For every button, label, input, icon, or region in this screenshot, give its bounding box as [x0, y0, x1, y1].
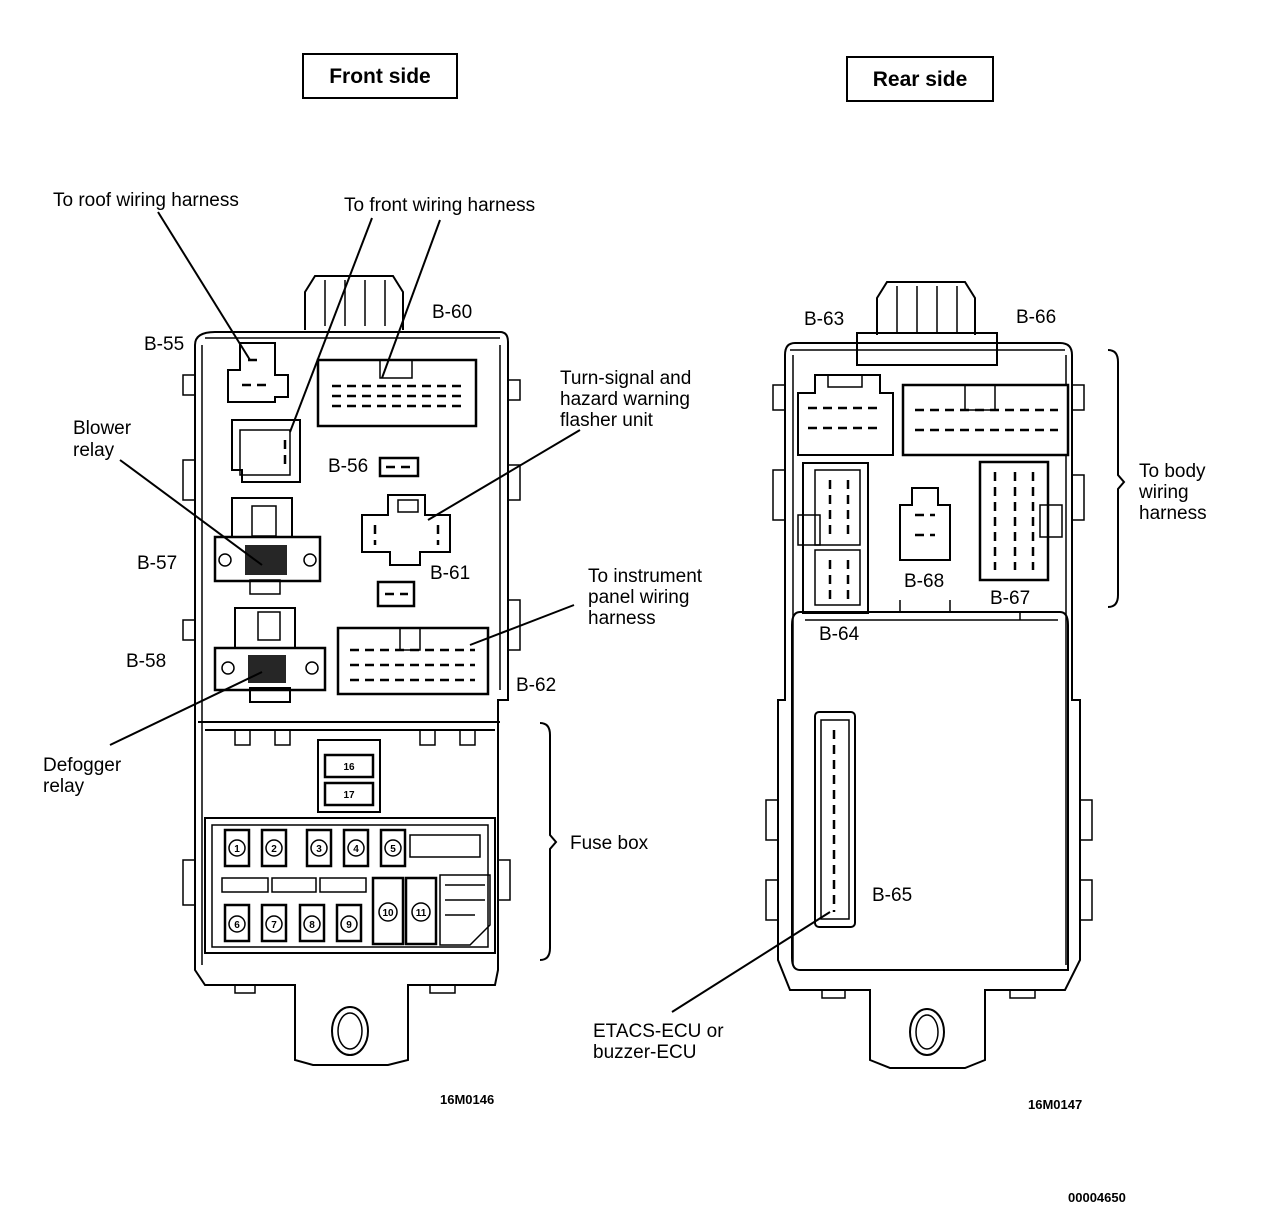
fuse-17: [323, 781, 375, 807]
label-front-harness: To front wiring harness: [344, 195, 535, 216]
label-b68: B-68: [904, 571, 944, 592]
label-body-harness-3: harness: [1139, 503, 1207, 524]
label-body-harness-2: wiring: [1138, 482, 1189, 503]
label-instrument-3: harness: [588, 608, 656, 629]
label-instrument-1: To instrument: [588, 566, 703, 587]
front-figure-code: 16M0146: [440, 1092, 494, 1107]
label-instrument-2: panel wiring: [588, 587, 689, 608]
fuse-box-shape: [204, 817, 496, 954]
label-roof-harness: To roof wiring harness: [53, 190, 239, 211]
label-blower-relay-1: Blower: [73, 418, 132, 439]
rear-figure-code: 16M0147: [1028, 1097, 1082, 1112]
fuse-8-label: 8: [309, 920, 315, 931]
rear-side-title-box: Rear side: [846, 56, 994, 102]
label-b67: B-67: [990, 588, 1030, 609]
connector-b68-shape: [899, 487, 951, 561]
front-labels: To roof wiring harness To front wiring h…: [43, 190, 703, 1107]
fuse-1-label: 1: [234, 844, 240, 855]
label-fuse-box: Fuse box: [570, 833, 649, 854]
label-body-harness-1: To body: [1139, 461, 1206, 482]
label-etacs-1: ETACS-ECU or: [593, 1021, 724, 1042]
connector-b66-shape: [901, 383, 1070, 457]
label-b65: B-65: [872, 885, 912, 906]
label-b58: B-58: [126, 651, 166, 672]
rear-fuse-block: [765, 281, 1126, 1069]
label-b61: B-61: [430, 563, 470, 584]
body-harness-bracket: [1107, 349, 1126, 608]
connector-b62-shape: [336, 626, 490, 696]
fuse-5-label: 5: [390, 844, 396, 855]
front-fuse-block: 16 17 1 2 3 4 5 6 7 8 9: [182, 275, 558, 1066]
connector-b60-shape: [316, 358, 478, 428]
label-turn-signal-2: hazard warning: [560, 389, 690, 410]
fuse-16-label: 16: [343, 762, 355, 773]
fuse-2-label: 2: [271, 844, 277, 855]
fuse-16: [323, 753, 375, 779]
fuse-17-label: 17: [343, 790, 355, 801]
label-b66: B-66: [1016, 307, 1056, 328]
front-side-title-box: Front side: [302, 53, 458, 99]
label-b64: B-64: [819, 624, 860, 645]
label-blower-relay-2: relay: [73, 440, 115, 461]
rear-labels: B-63 B-66 To body wiring harness B-68 B-…: [593, 307, 1207, 1112]
label-turn-signal-1: Turn-signal and: [560, 368, 691, 389]
fuse-row-bottom: 6 7 8 9 10 11: [223, 874, 491, 946]
front-side-title: Front side: [329, 65, 431, 88]
connector-b67-shape: [978, 460, 1050, 582]
fuse-3-label: 3: [316, 844, 322, 855]
label-b57: B-57: [137, 553, 177, 574]
fuse-9-label: 9: [346, 920, 352, 931]
fuse-7-label: 7: [271, 920, 277, 931]
label-etacs-2: buzzer-ECU: [593, 1042, 696, 1063]
label-defogger-1: Defogger: [43, 755, 122, 776]
connector-b64-shape: [802, 462, 869, 614]
connector-b55-shape: [227, 342, 289, 403]
front-leader-lines: [109, 211, 581, 746]
label-b63: B-63: [804, 309, 844, 330]
label-b60: B-60: [432, 302, 472, 323]
connector-b56-shape: [378, 456, 420, 478]
label-turn-signal-3: flasher unit: [560, 410, 654, 431]
rear-side-title: Rear side: [873, 68, 968, 91]
label-b62: B-62: [516, 675, 556, 696]
fuse-6-label: 6: [234, 920, 240, 931]
label-defogger-2: relay: [43, 776, 85, 797]
fuse-box-bracket: [539, 722, 558, 961]
fuse-11-label: 11: [416, 908, 427, 919]
label-b55: B-55: [144, 334, 184, 355]
connector-b65-shape: [814, 711, 856, 928]
document-code: 00004650: [1068, 1190, 1126, 1205]
label-b56: B-56: [328, 456, 368, 477]
connector-b63-shape: [797, 374, 894, 456]
ecu-compartment: [791, 611, 1069, 971]
fuse-4-label: 4: [353, 844, 359, 855]
fuse-10-label: 10: [382, 908, 394, 919]
fuse-row-top: 1 2 3 4 5: [223, 828, 481, 868]
flasher-unit-shape: [361, 494, 451, 566]
etacs-leader-line: [671, 911, 831, 1013]
